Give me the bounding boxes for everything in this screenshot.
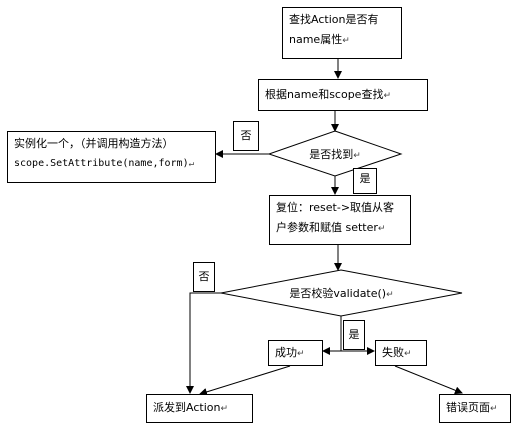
instantiate-line1: 实例化一个，（并调用构造方法） [14,137,174,150]
fail-text: 失败 [382,346,404,359]
error-page-text: 错误页面 [446,401,490,414]
return-mark: ↵ [297,349,305,359]
validate-decision-label: 是否校验validate()↵ [221,285,462,301]
success-text: 成功 [275,346,297,359]
reset-line1: 复位：reset->取值从客 [276,201,395,214]
find-by-scope-box: 根据name和scope查找↵ [258,79,428,111]
return-mark: ↵ [383,91,392,101]
return-mark: ↵ [386,290,394,300]
return-mark: ↵ [220,404,228,414]
found-decision-label: 是否找到↵ [269,146,401,162]
dispatch-box: 派发到Action↵ [146,394,253,423]
arrow-fail-to-error [394,365,463,395]
reset-line2: 户参数和赋值 setter [276,221,378,234]
no-label-validate: 否 [193,262,215,292]
yes-label-found: 是 [353,168,377,194]
yes-label-validate: 是 [343,320,365,350]
error-page-box: 错误页面↵ [439,394,511,423]
found-decision-text: 是否找到 [309,148,354,161]
return-mark: ↵ [353,151,361,161]
find-action-box: 查找Action是否有 name属性↵ [282,7,402,59]
fail-box: 失败↵ [375,340,427,366]
instantiate-line2: scope.SetAttribute(name,form) [14,158,189,169]
return-mark: ↵ [404,349,412,359]
find-action-line1: 查找Action是否有 [289,13,379,26]
reset-box: 复位：reset->取值从客 户参数和赋值 setter↵ [269,195,411,245]
find-by-scope-text: 根据name和scope查找 [265,88,384,101]
return-mark: ↵ [490,404,498,414]
success-box: 成功↵ [268,340,323,366]
arrow-validate-no-to-dispatch [186,292,221,394]
no-label-found: 否 [233,121,259,151]
return-mark: ↵ [377,224,386,234]
validate-decision-text: 是否校验validate() [289,287,387,300]
arrow-success-to-dispatch [199,365,291,396]
find-action-line2: name属性 [289,33,343,46]
dispatch-text: 派发到Action [153,401,221,414]
return-mark: ↵ [342,36,350,46]
return-mark: ↵ [188,159,195,169]
instantiate-box: 实例化一个，（并调用构造方法） scope.SetAttribute(name,… [7,131,216,183]
